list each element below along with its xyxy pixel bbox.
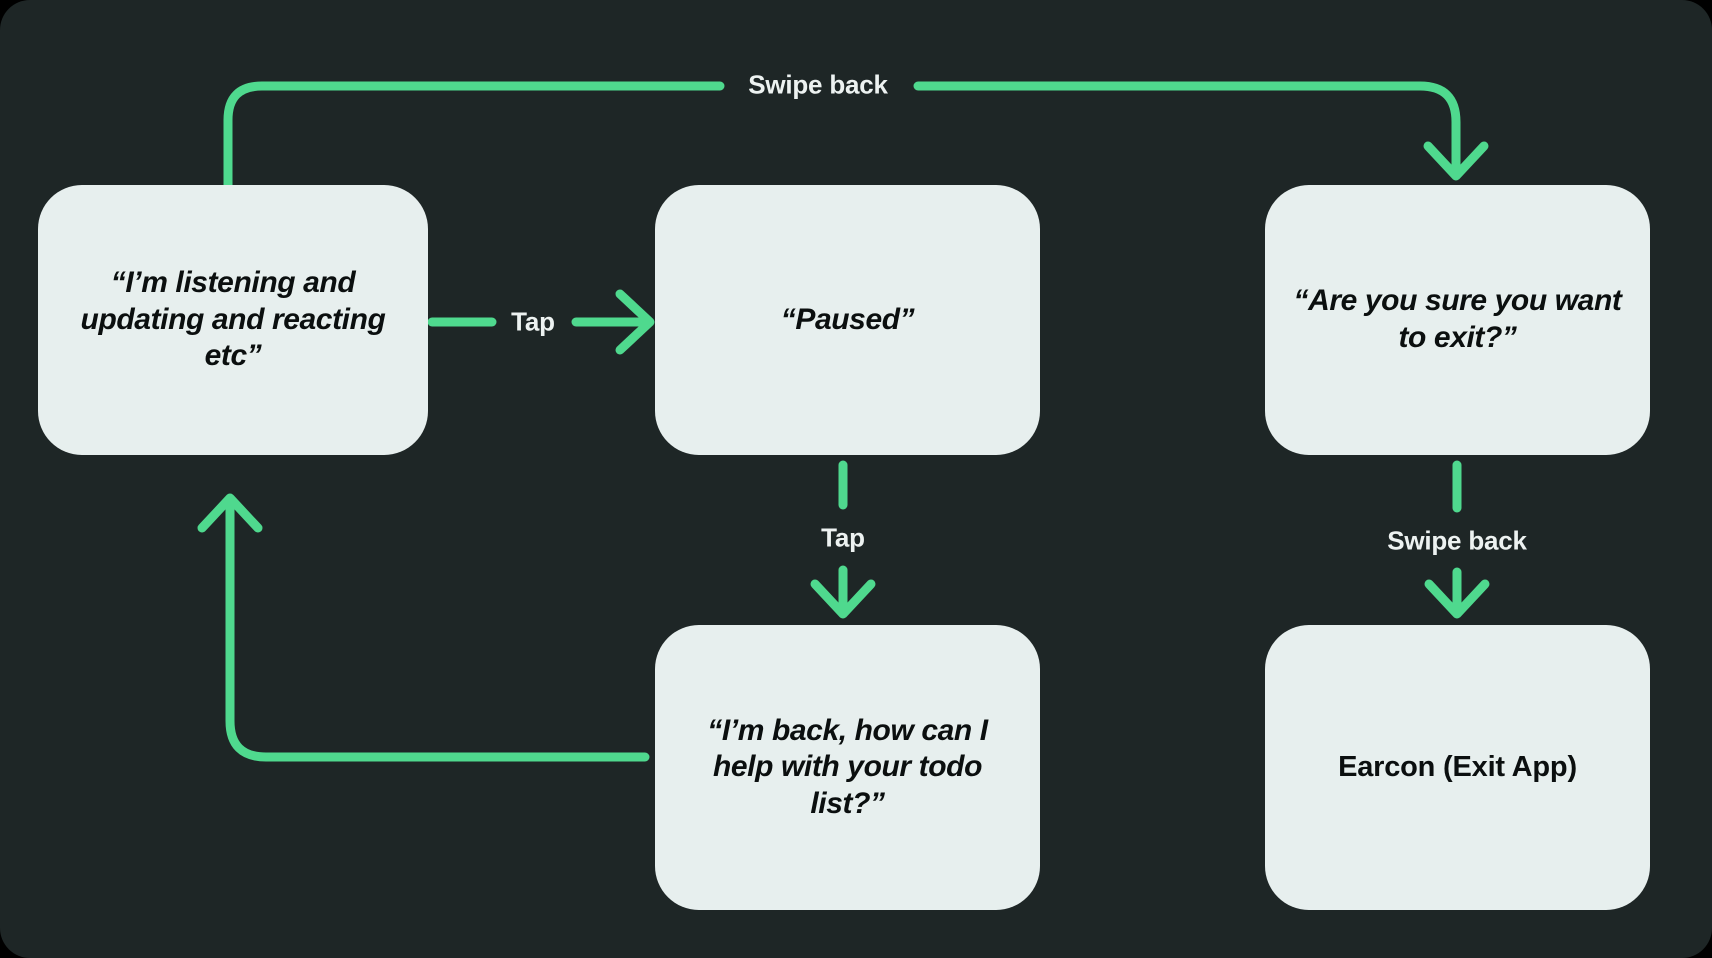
node-earcon-exit-app-label: Earcon (Exit App)	[1338, 750, 1577, 783]
edge-label-swipe-back-top: Swipe back	[748, 69, 888, 100]
edge-tap-horizontal-arrowhead	[615, 289, 655, 355]
node-im-back-label: “I’m back, how can I help with your todo…	[707, 713, 988, 820]
node-exit-confirmation-label: “Are you sure you want to exit?”	[1293, 284, 1622, 354]
edge-label-tap-horizontal: Tap	[511, 306, 555, 337]
edge-swipe-back-top-arrowhead	[1423, 141, 1489, 181]
edge-label-tap-vertical: Tap	[821, 522, 865, 553]
node-listening-label: “I’m listening and updating and reacting…	[80, 266, 386, 373]
node-paused-label: “Paused”	[780, 302, 915, 336]
node-listening[interactable]: “I’m listening and updating and reacting…	[38, 185, 428, 455]
edge-swipe-back-right-arrowhead	[1424, 579, 1490, 619]
edge-tap-vertical-arrowhead	[810, 579, 876, 619]
edge-swipe-back-top-line	[223, 81, 725, 190]
edge-label-swipe-back-right: Swipe back	[1387, 525, 1527, 556]
node-earcon-exit-app[interactable]: Earcon (Exit App)	[1265, 625, 1650, 910]
edge-swipe-back-top-line-2	[913, 81, 1461, 173]
node-paused[interactable]: “Paused”	[655, 185, 1040, 455]
node-exit-confirmation[interactable]: “Are you sure you want to exit?”	[1265, 185, 1650, 455]
node-im-back[interactable]: “I’m back, how can I help with your todo…	[655, 625, 1040, 910]
edge-return-loop-line	[225, 500, 650, 762]
edge-return-loop-arrowhead	[197, 493, 263, 533]
